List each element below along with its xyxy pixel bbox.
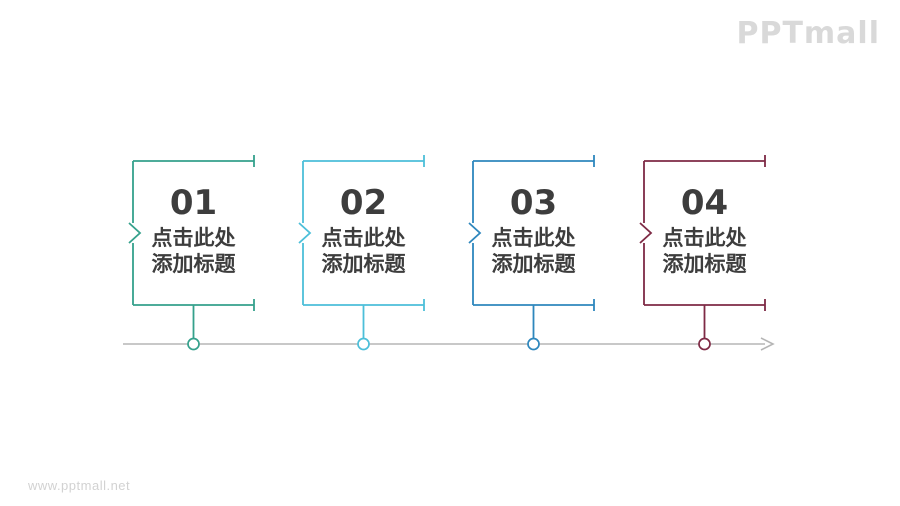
step-title-line[interactable]: 点击此处 [662,227,747,250]
step-frame-outline [639,155,766,339]
step-frame [639,155,766,351]
step-frame-outline [298,155,425,339]
timeline-axis [123,337,775,351]
timeline-node [357,337,370,351]
step-title-line[interactable]: 点击此处 [491,227,576,250]
step-title-line[interactable]: 添加标题 [321,253,406,276]
timeline-node [187,337,200,351]
step-1: 01 点击此处 添加标题 [118,155,268,355]
step-title-line[interactable]: 添加标题 [662,253,747,276]
step-frame [468,155,595,351]
step-number: 02 [339,183,388,223]
arrow-right-icon [760,337,775,351]
timeline-node [698,337,711,351]
step-2: 02 点击此处 添加标题 [288,155,438,355]
step-frame [128,155,255,351]
step-frame [298,155,425,351]
step-title-line[interactable]: 点击此处 [321,227,406,250]
step-title-line[interactable]: 点击此处 [151,227,236,250]
watermark-url: www.pptmall.net [28,478,131,493]
step-frame-outline [128,155,255,339]
step-title-line[interactable]: 添加标题 [151,253,236,276]
step-title-line[interactable]: 添加标题 [491,253,576,276]
step-text-block: 03 点击此处 添加标题 [473,184,594,278]
step-3: 03 点击此处 添加标题 [458,155,608,355]
step-number: 01 [169,183,218,223]
step-number: 03 [509,183,558,223]
step-number: 04 [680,183,729,223]
step-frame-outline [468,155,595,339]
step-text-block: 02 点击此处 添加标题 [303,184,424,278]
step-text-block: 01 点击此处 添加标题 [133,184,254,278]
step-4: 04 点击此处 添加标题 [629,155,779,355]
step-text-block: 04 点击此处 添加标题 [644,184,765,278]
timeline-node [527,337,540,351]
pptmall-logo: PPTmall [736,16,880,51]
